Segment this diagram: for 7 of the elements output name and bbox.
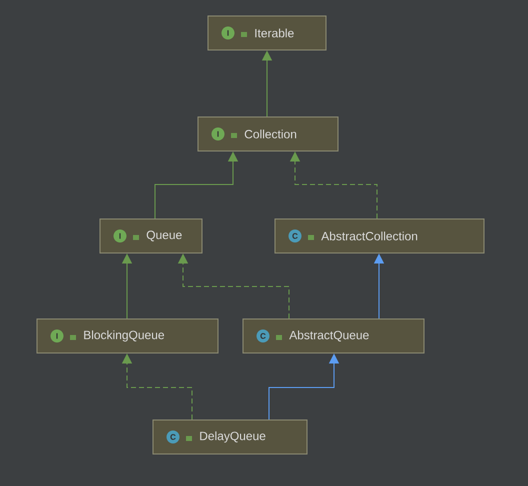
interface-badge: I — [50, 330, 64, 342]
class-badge: C — [288, 230, 302, 242]
class-badge: C — [256, 330, 270, 342]
class-badge: C — [166, 430, 180, 444]
interface-badge: I — [114, 230, 126, 242]
interface-badge: I — [222, 26, 234, 40]
interface-badge: I — [212, 128, 224, 140]
